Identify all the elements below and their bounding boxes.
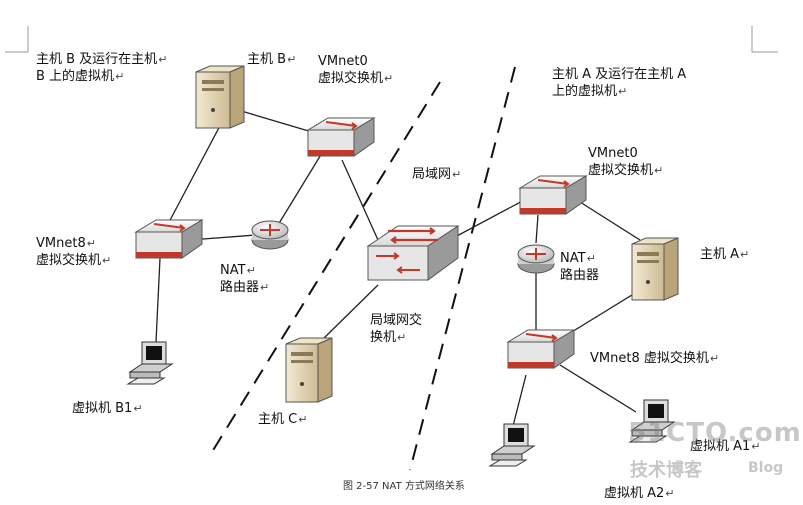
label-host-a-area: 主机 A 及运行在主机 A 上的虚拟机↵	[552, 66, 686, 100]
page-corner-marks	[5, 26, 778, 53]
label-host-a-text: 主机 A	[700, 247, 740, 262]
label-nat-b: NAT↵ 路由器↵	[220, 262, 269, 296]
label-host-c-text: 主机 C	[258, 412, 298, 427]
label-host-a-area-line1: 主机 A 及运行在主机 A	[552, 67, 687, 82]
link-vmnet8a-vma1	[559, 364, 637, 413]
label-host-b-area-line1: 主机 B 及运行在主机	[36, 52, 158, 67]
label-nat-a: NAT↵ 路由器	[560, 250, 599, 284]
paragraph-mark: ↵	[751, 440, 761, 453]
host-b-server-icon	[195, 65, 245, 129]
label-vm-a1: 虚拟机 A1↵	[690, 438, 761, 455]
label-vmnet0-a-line1: VMnet0	[588, 146, 638, 161]
paragraph-mark: ↵	[665, 487, 675, 500]
paragraph-mark: ↵	[158, 53, 168, 66]
link-nata-vmnet0a	[535, 214, 539, 244]
paragraph-mark: ↵	[384, 72, 394, 85]
paragraph-mark: ↵	[654, 164, 664, 177]
nat-b-router-icon	[251, 220, 289, 250]
paragraph-mark: ↵	[287, 53, 297, 66]
label-lan-switch-line1: 局域网交	[370, 313, 423, 328]
link-hostb-vmnet8b	[167, 121, 223, 225]
label-vmnet0-b: VMnet0 虚拟交换机↵	[318, 53, 393, 87]
label-nat-a-line1: NAT	[560, 251, 586, 266]
paragraph-mark: ↵	[452, 168, 462, 181]
label-vm-b1: 虚拟机 B1↵	[72, 400, 143, 417]
paragraph-mark: ↵	[740, 248, 750, 261]
label-nat-a-line2: 路由器	[560, 268, 600, 283]
label-lan-switch: 局域网交 换机↵	[370, 312, 422, 346]
label-host-b-text: 主机 B	[247, 52, 287, 67]
label-lan: 局域网↵	[412, 166, 461, 183]
label-vmnet8-b: VMnet8↵ 虚拟交换机↵	[36, 235, 111, 269]
watermark-site: 51CTO.com	[628, 418, 802, 448]
label-nat-b-line1: NAT	[220, 263, 246, 278]
label-vmnet8-a-text: VMnet8 虚拟交换机	[590, 351, 709, 366]
nat-a-router-icon	[517, 244, 555, 274]
label-host-a-area-line2: 上的虚拟机	[552, 84, 618, 99]
vmnet8-b-switch-icon	[134, 219, 204, 259]
host-a-server-icon	[631, 237, 679, 301]
label-vmnet8-a: VMnet8 虚拟交换机↵	[590, 350, 719, 367]
paragraph-mark: ↵	[246, 264, 256, 277]
label-vmnet0-b-line2: 虚拟交换机	[318, 71, 384, 86]
label-vm-a1-text: 虚拟机 A1	[690, 439, 751, 454]
area-separators	[211, 66, 516, 471]
paragraph-mark: ↵	[115, 70, 125, 83]
vmnet8-a-switch-icon	[506, 329, 576, 369]
figure-caption: 图 2-57 NAT 方式网络关系	[343, 481, 465, 492]
paragraph-mark: ↵	[86, 237, 96, 250]
paragraph-mark: ↵	[586, 252, 596, 265]
label-host-a: 主机 A↵	[700, 246, 749, 263]
label-vmnet0-a: VMnet0 虚拟交换机↵	[588, 145, 663, 179]
label-lan-switch-line2: 换机	[370, 330, 397, 345]
label-vm-a2-text: 虚拟机 A2	[604, 486, 665, 501]
link-vmnet8a-vma2	[511, 374, 527, 431]
vm-b1-computer-icon	[126, 341, 174, 385]
label-vmnet0-b-line1: VMnet0	[318, 54, 368, 69]
paragraph-mark: ↵	[298, 413, 308, 426]
label-vmnet0-a-line2: 虚拟交换机	[588, 163, 654, 178]
paragraph-mark: ↵	[133, 402, 143, 415]
label-vmnet8-b-line1: VMnet8	[36, 236, 86, 251]
vm-a2-computer-icon	[488, 423, 536, 467]
label-lan-text: 局域网	[412, 167, 452, 182]
link-vmnet8b-vmb1	[155, 257, 161, 343]
vmnet0-a-switch-icon	[518, 175, 588, 215]
label-host-b: 主机 B↵	[247, 51, 296, 68]
label-vm-a2: 虚拟机 A2↵	[604, 485, 675, 502]
separator-left	[211, 81, 441, 453]
link-vmnet0b-lanswitch	[341, 159, 379, 241]
link-vmnet0a-hosta	[579, 201, 641, 241]
label-vm-b1-text: 虚拟机 B1	[72, 401, 133, 416]
separator-right	[409, 66, 516, 471]
paragraph-mark: ↵	[397, 331, 407, 344]
link-lanswitch-hostc	[321, 284, 379, 341]
label-host-c: 主机 C↵	[258, 411, 307, 428]
link-hosta-vmnet8a	[561, 289, 641, 339]
paragraph-mark: ↵	[102, 254, 112, 267]
host-c-server-icon	[285, 337, 333, 403]
paragraph-mark: ↵	[618, 85, 628, 98]
label-nat-b-line2: 路由器	[220, 280, 260, 295]
vm-a1-computer-icon	[628, 399, 676, 443]
label-vmnet8-b-line2: 虚拟交换机	[36, 253, 102, 268]
paragraph-mark: ↵	[709, 352, 720, 365]
label-host-b-area-line2: B 上的虚拟机	[36, 69, 115, 84]
paragraph-mark: ↵	[260, 281, 270, 294]
link-vmnet0b-natb	[277, 152, 323, 226]
watermark-blog: Blog	[748, 460, 784, 476]
vmnet0-b-switch-icon	[306, 117, 376, 157]
watermark-cn: 技术博客	[630, 460, 702, 481]
lan-switch-icon	[366, 225, 460, 281]
label-host-b-area: 主机 B 及运行在主机↵ B 上的虚拟机↵	[36, 51, 167, 85]
